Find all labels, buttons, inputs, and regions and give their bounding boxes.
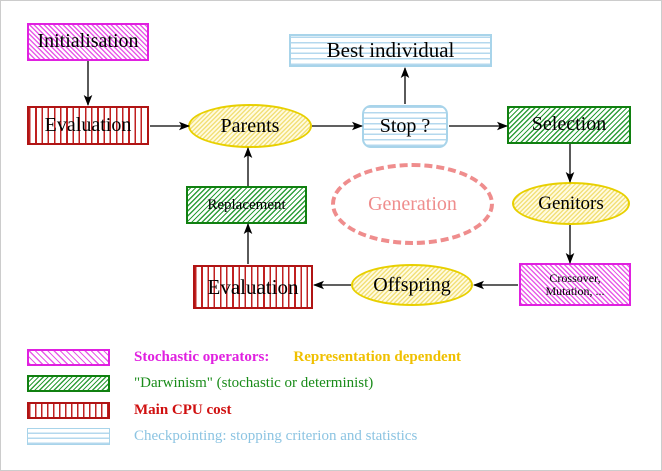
legend-row-darwinism: "Darwinism" (stochastic or determinist) [27,373,373,393]
node-evaluation-top[interactable]: Evaluation [27,106,149,145]
node-parents[interactable]: Parents [188,104,312,148]
node-initialisation-label: Initialisation [37,30,139,53]
node-evaluation-bottom-label: Evaluation [207,274,299,299]
node-replacement-label: Replacement [207,196,286,213]
legend-swatch-magenta [27,348,110,366]
node-offspring[interactable]: Offspring [351,264,473,306]
legend-row-stochastic-operators: Stochastic operators: Representation dep… [27,347,461,367]
node-evaluation-bottom[interactable]: Evaluation [193,265,313,309]
legend-label-representation-dependent: Representation dependent [293,348,462,365]
node-evaluation-top-label: Evaluation [44,113,132,136]
node-selection-label: Selection [531,113,607,136]
node-crossover-mutation[interactable]: Crossover, Mutation, ... [519,263,631,306]
node-replacement[interactable]: Replacement [186,186,307,224]
node-genitors[interactable]: Genitors [512,182,630,225]
node-crossover-mutation-label: Crossover, Mutation, ... [545,270,605,298]
legend-swatch-blue [27,427,110,445]
legend-swatch-green [27,374,110,392]
node-generation: Generation [331,163,494,245]
legend-label-checkpointing: Checkpointing: stopping criterion and st… [134,427,418,444]
legend-swatch-red [27,401,110,419]
node-initialisation[interactable]: Initialisation [27,23,149,61]
node-best-individual-label: Best individual [326,38,455,63]
node-parents-label: Parents [220,114,280,137]
node-offspring-label: Offspring [373,273,451,296]
node-genitors-label: Genitors [538,192,604,214]
legend-row-checkpointing: Checkpointing: stopping criterion and st… [27,426,417,446]
legend-label-darwinism: "Darwinism" (stochastic or determinist) [134,374,374,391]
node-stop[interactable]: Stop ? [362,105,448,148]
legend-label-main-cpu-cost: Main CPU cost [134,401,232,418]
legend: Stochastic operators: Representation dep… [1,337,661,457]
node-generation-label: Generation [368,192,457,215]
node-best-individual[interactable]: Best individual [289,34,492,67]
node-stop-label: Stop ? [379,114,431,137]
node-selection[interactable]: Selection [507,106,631,144]
legend-row-main-cpu-cost: Main CPU cost [27,400,232,420]
legend-label-stochastic-operators: Stochastic operators: [134,348,270,365]
